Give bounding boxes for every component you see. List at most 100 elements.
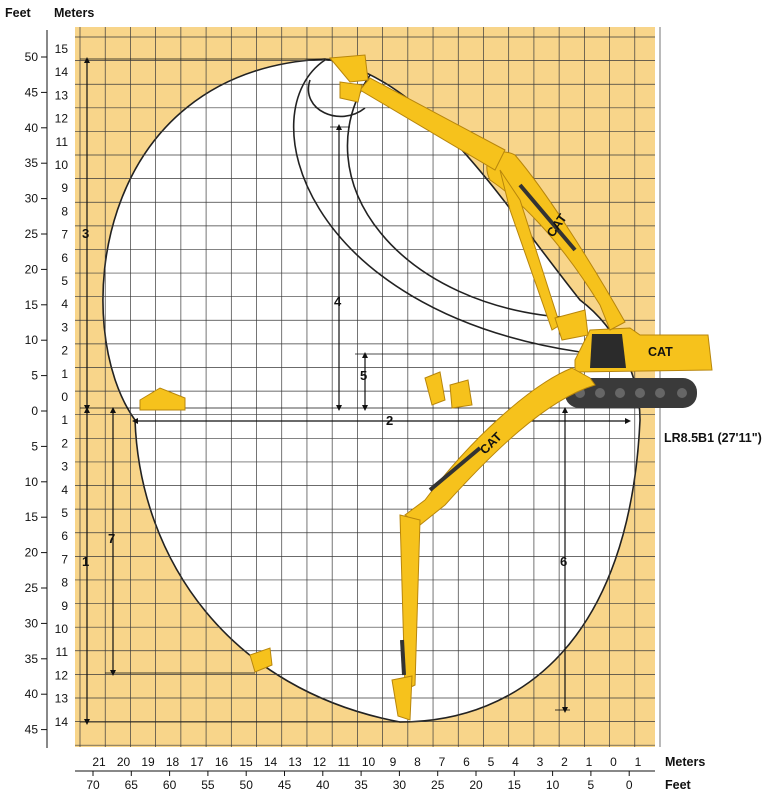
bottom-feet-tick-label: 60 [163, 778, 177, 792]
bottom-meter-tick-label: 7 [439, 755, 446, 769]
meter-tick-label: 5 [61, 274, 68, 288]
bottom-feet-tick-label: 40 [316, 778, 330, 792]
bucket-left [139, 387, 186, 411]
bottom-feet-tick-label: 15 [508, 778, 522, 792]
feet-tick-label: 40 [25, 687, 39, 701]
meter-tick-label: 2 [61, 436, 68, 450]
meter-tick-label: 9 [61, 181, 68, 195]
bottom-meter-tick-label: 15 [239, 755, 253, 769]
feet-tick-label: 45 [25, 85, 39, 99]
meters-header-left: Meters [54, 6, 94, 20]
dim-label-2: 2 [386, 413, 393, 428]
lower-cylinder [428, 446, 482, 492]
dig-bucket [391, 675, 413, 721]
reach-curves [292, 59, 581, 353]
reach-curve-top-loop [307, 79, 366, 118]
feet-tick-label: 45 [25, 723, 39, 737]
left-meters-axis: 1514131211109876543210123456789101112131… [46, 30, 69, 748]
bottom-meter-tick-label: 9 [390, 755, 397, 769]
bottom-meter-tick-label: 20 [117, 755, 131, 769]
bottom-meter-tick-label: 16 [215, 755, 229, 769]
stick-length-label: LR8.5B1 (27'11") [664, 431, 762, 445]
bottom-meter-tick-label: 8 [414, 755, 421, 769]
bottom-meter-tick-label: 10 [362, 755, 376, 769]
bucket-bottom [249, 647, 273, 673]
feet-header-left: Feet [5, 6, 32, 20]
meter-tick-label: 4 [61, 483, 68, 497]
bottom-feet-tick-label: 45 [278, 778, 292, 792]
bucket-center-a [424, 371, 446, 406]
grid-lines [75, 27, 661, 747]
bottom-meter-tick-label: 3 [537, 755, 544, 769]
feet-tick-label: 15 [25, 298, 39, 312]
meter-tick-label: 4 [61, 297, 68, 311]
feet-tick-label: 40 [25, 121, 39, 135]
feet-tick-label: 25 [25, 227, 39, 241]
bucket-center-b [449, 379, 473, 409]
meters-header-bottom: Meters [665, 755, 705, 769]
feet-tick-label: 5 [31, 439, 38, 453]
bottom-meter-tick-label: 6 [463, 755, 470, 769]
feet-tick-label: 35 [25, 652, 39, 666]
meter-tick-label: 1 [61, 413, 68, 427]
dim-label-4: 4 [334, 294, 342, 309]
bottom-meter-tick-label: 14 [264, 755, 278, 769]
bottom-meter-tick-label: 0 [610, 755, 617, 769]
feet-tick-label: 25 [25, 581, 39, 595]
bottom-meter-tick-label: 5 [488, 755, 495, 769]
bottom-feet-tick-label: 35 [354, 778, 368, 792]
feet-tick-label: 0 [31, 404, 38, 418]
meter-tick-label: 6 [61, 251, 68, 265]
bottom-feet-tick-label: 25 [431, 778, 445, 792]
bottom-meter-tick-label: 11 [338, 755, 351, 769]
meter-tick-label: 8 [61, 204, 68, 218]
curl-stick [499, 169, 561, 331]
meter-tick-label: 11 [56, 645, 69, 659]
track [565, 378, 697, 408]
bottom-feet-tick-label: 50 [240, 778, 254, 792]
brand-mark-body: CAT [648, 345, 673, 359]
meter-tick-label: 1 [61, 367, 68, 381]
meter-tick-label: 3 [61, 320, 68, 334]
bottom-feet-tick-label: 65 [125, 778, 139, 792]
bottom-meter-tick-label: 12 [313, 755, 327, 769]
meter-tick-label: 2 [61, 344, 68, 358]
dim-label-3: 3 [82, 226, 89, 241]
dim-label-6: 6 [560, 554, 567, 569]
upper-bucket-top [329, 54, 369, 83]
meter-tick-label: 12 [55, 668, 69, 682]
bottom-feet-tick-label: 5 [588, 778, 595, 792]
meter-tick-label: 7 [61, 552, 68, 566]
bottom-meter-tick-label: 1 [635, 755, 642, 769]
meter-tick-label: 11 [56, 135, 69, 149]
bottom-meter-tick-label: 13 [288, 755, 302, 769]
meter-tick-label: 7 [61, 228, 68, 242]
dim-label-5: 5 [360, 368, 367, 383]
meter-tick-label: 6 [61, 529, 68, 543]
upper-bucket-mid [339, 81, 363, 103]
feet-tick-label: 5 [31, 369, 38, 383]
bottom-meter-tick-label: 19 [141, 755, 155, 769]
feet-tick-label: 10 [25, 475, 39, 489]
bottom-feet-tick-label: 55 [201, 778, 215, 792]
bottom-meter-tick-label: 1 [586, 755, 593, 769]
meter-tick-label: 10 [55, 158, 69, 172]
reach-curve-inner [346, 74, 576, 319]
meter-tick-label: 3 [61, 460, 68, 474]
feet-tick-label: 10 [25, 333, 39, 347]
feet-tick-label: 20 [25, 262, 39, 276]
meter-tick-label: 10 [55, 622, 69, 636]
meter-tick-label: 14 [55, 65, 69, 79]
feet-tick-label: 30 [25, 616, 39, 630]
feet-tick-label: 50 [25, 50, 39, 64]
bottom-meter-tick-label: 4 [512, 755, 519, 769]
reach-curve-outer [292, 59, 581, 353]
feet-tick-label: 20 [25, 546, 39, 560]
meter-tick-label: 12 [55, 112, 69, 126]
bottom-feet-tick-label: 10 [546, 778, 560, 792]
bottom-feet-tick-label: 30 [393, 778, 407, 792]
